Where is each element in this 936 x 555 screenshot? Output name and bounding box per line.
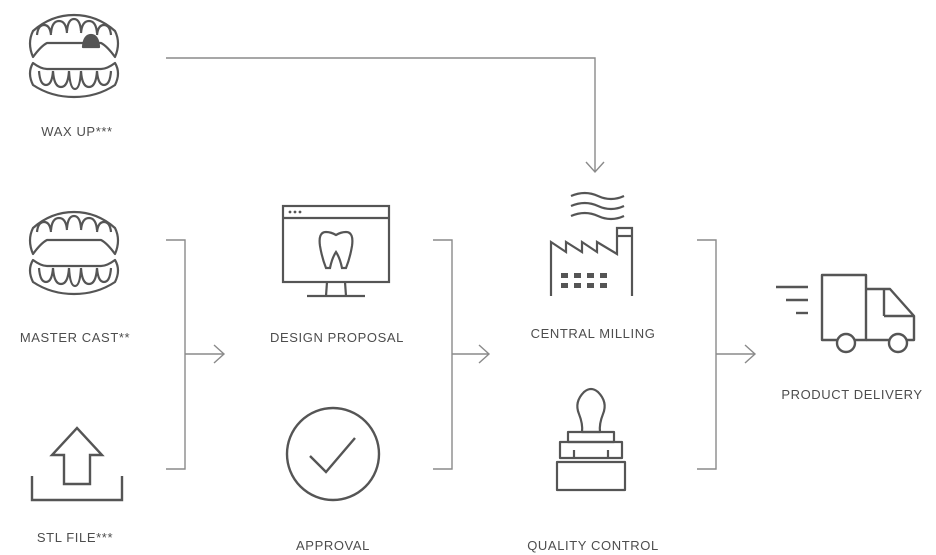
quality-control-label: QUALITY CONTROL — [527, 538, 659, 553]
bracket-arrow-design — [433, 239, 491, 470]
elbow-arrow-wax-up — [166, 57, 605, 174]
product-delivery-label: PRODUCT DELIVERY — [781, 387, 923, 402]
factory-icon — [549, 191, 634, 296]
monitor-tooth-icon — [281, 204, 391, 298]
master-cast-label: MASTER CAST** — [19, 330, 131, 345]
bracket-arrow-production — [697, 239, 757, 470]
connectors — [166, 57, 757, 470]
bracket-arrow-inputs — [166, 239, 226, 470]
teeth-icon — [28, 13, 120, 99]
stamp-icon — [555, 387, 627, 492]
upload-icon — [30, 426, 124, 502]
check-circle-icon — [285, 406, 381, 502]
approval-label: APPROVAL — [296, 538, 370, 553]
delivery-truck-icon — [776, 273, 916, 354]
design-proposal-label: DESIGN PROPOSAL — [270, 330, 404, 345]
central-milling-label: CENTRAL MILLING — [530, 326, 656, 341]
teeth-icon — [28, 210, 120, 296]
wax-up-label: WAX UP*** — [41, 124, 113, 139]
stl-file-label: STL FILE*** — [36, 530, 114, 545]
